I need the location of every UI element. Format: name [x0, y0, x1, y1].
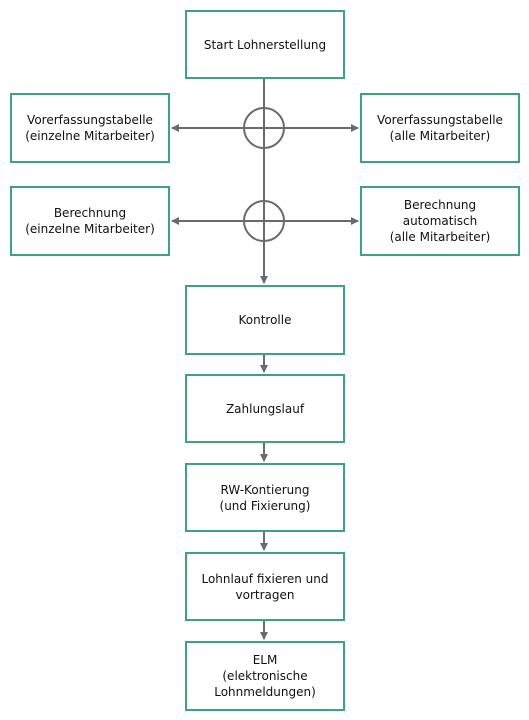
- node-zahlungslauf[interactable]: Zahlungslauf: [185, 374, 345, 443]
- node-rw-kontierung[interactable]: RW-Kontierung (und Fixierung): [185, 463, 345, 532]
- node-start-lohnerstellung[interactable]: Start Lohnerstellung: [185, 10, 345, 79]
- node-elm[interactable]: ELM (elektronische Lohnmeldungen): [185, 641, 345, 711]
- node-berechnung-automatisch[interactable]: Berechnung automatisch (alle Mitarbeiter…: [360, 186, 520, 256]
- node-berechnung-einzeln[interactable]: Berechnung (einzelne Mitarbeiter): [10, 186, 170, 256]
- node-kontrolle[interactable]: Kontrolle: [185, 285, 345, 355]
- node-lohnlauf-fixieren[interactable]: Lohnlauf fixieren und vortragen: [185, 552, 345, 621]
- node-vorerfassungstabelle-einzeln[interactable]: Vorerfassungstabelle (einzelne Mitarbeit…: [10, 93, 170, 163]
- node-vorerfassungstabelle-alle[interactable]: Vorerfassungstabelle (alle Mitarbeiter): [360, 93, 520, 163]
